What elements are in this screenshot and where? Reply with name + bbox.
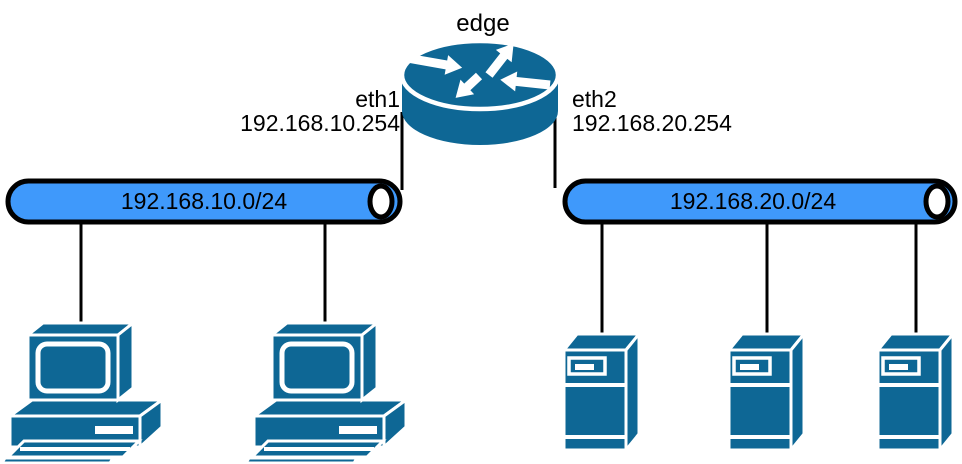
segment-lan20-pipe [562,178,958,225]
links [79,112,918,345]
workstation-icon-1 [2,323,162,463]
segment-lan20: 192.168.20.0/24 [562,178,958,225]
server-icon-3 [876,332,955,452]
segment-lan10: 192.168.10.0/24 [5,178,403,225]
segment-lan10-label: 192.168.10.0/24 [121,188,287,214]
hosts-lan10 [2,323,406,463]
server-icon-2 [727,332,806,452]
interface-eth2-label: eth2 [572,86,617,112]
router-arrow-out-down [455,72,483,98]
router-arrow-in-left [406,53,463,75]
interface-eth2-ip: 192.168.20.254 [572,110,732,136]
workstation-icon-2 [246,323,406,463]
interface-eth1-ip: 192.168.10.254 [240,110,400,136]
segment-lan10-pipe-opening [367,183,395,220]
segment-lan20-label: 192.168.20.0/24 [670,188,836,214]
router-top [399,38,561,112]
segment-lan10-pipe [5,178,403,225]
hosts-lan20 [562,332,955,452]
router-arrow-in-right [500,71,551,92]
router-arrow-out-up [485,43,514,78]
server-icon-1 [562,332,641,452]
segment-lan20-pipe-opening [923,183,951,220]
router-label: edge [456,10,509,37]
router-icon [399,38,561,145]
interface-eth1-label: eth1 [355,86,400,112]
router-arrows [406,43,551,98]
